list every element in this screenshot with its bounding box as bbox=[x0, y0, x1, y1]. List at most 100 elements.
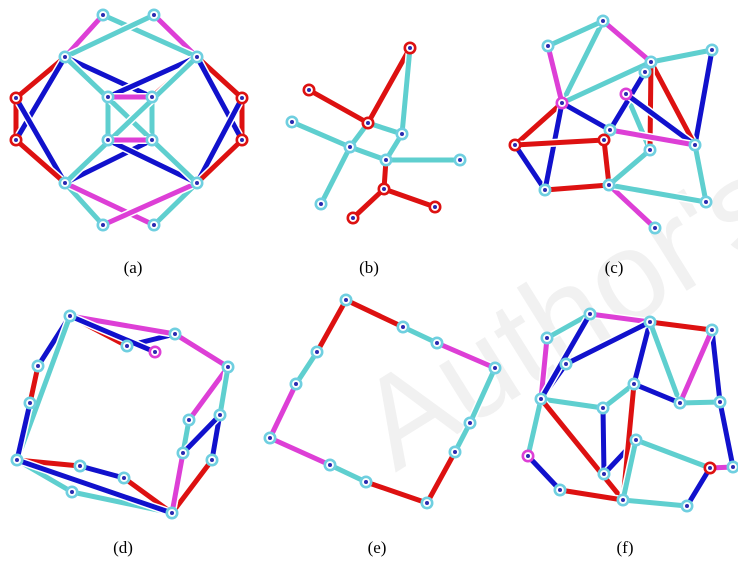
blue-rod bbox=[600, 405, 607, 477]
blue-rod bbox=[684, 465, 713, 509]
magenta-rod bbox=[607, 127, 698, 148]
cyan-rod bbox=[289, 119, 353, 150]
panel-d: (d) bbox=[10, 309, 235, 557]
joint-pin bbox=[294, 382, 298, 386]
joint-pin bbox=[152, 13, 156, 17]
blue-rod bbox=[512, 142, 548, 193]
joint-pin bbox=[400, 132, 404, 136]
joint-pin bbox=[602, 472, 606, 476]
red-rod bbox=[169, 457, 215, 516]
red-rod bbox=[314, 297, 349, 355]
red-rod bbox=[648, 59, 698, 148]
joint-pin bbox=[601, 406, 605, 410]
blue-rod bbox=[105, 137, 200, 186]
red-rod bbox=[194, 137, 245, 186]
joint-pin bbox=[63, 55, 67, 59]
cyan-rod bbox=[544, 311, 593, 341]
joint-pin bbox=[546, 44, 550, 48]
cyan-rod bbox=[692, 142, 709, 205]
blue-rod bbox=[180, 412, 223, 456]
magenta-rod bbox=[169, 450, 186, 516]
blue-rod bbox=[538, 311, 593, 402]
joint-pin bbox=[710, 48, 714, 52]
joint-pin bbox=[150, 138, 154, 142]
magenta-rod bbox=[606, 182, 658, 231]
joint-pin bbox=[560, 101, 564, 105]
joint-pin bbox=[218, 413, 222, 417]
joint-pin bbox=[653, 226, 657, 230]
cyan-rod bbox=[633, 437, 713, 471]
cyan-rod bbox=[545, 18, 606, 49]
joint-pin bbox=[710, 328, 714, 332]
joint-pin bbox=[210, 458, 214, 462]
cyan-rod bbox=[525, 396, 544, 459]
joint-pin bbox=[401, 325, 405, 329]
joint-pin bbox=[125, 344, 129, 348]
joint-pin bbox=[63, 181, 67, 185]
joint-pin bbox=[181, 451, 185, 455]
joint-pin bbox=[718, 400, 722, 404]
joint-pin bbox=[648, 320, 652, 324]
joint-pin bbox=[348, 145, 352, 149]
caption-a: (a) bbox=[124, 258, 143, 277]
joint-pin bbox=[545, 336, 549, 340]
joint-pin bbox=[101, 223, 105, 227]
magenta-rod bbox=[545, 43, 565, 106]
red-rod bbox=[601, 137, 612, 188]
cyan-rod bbox=[620, 497, 690, 509]
blue-rod bbox=[631, 381, 683, 406]
magenta-rod bbox=[172, 331, 231, 370]
blue-rod bbox=[77, 463, 127, 481]
magenta-rod bbox=[538, 335, 550, 402]
joint-pin bbox=[70, 490, 74, 494]
joint-pin bbox=[187, 418, 191, 422]
joint-pin bbox=[240, 138, 244, 142]
joint-pin bbox=[15, 458, 19, 462]
caption-b: (b) bbox=[359, 258, 379, 277]
joint-pin bbox=[649, 60, 653, 64]
red-rod bbox=[424, 449, 458, 506]
magenta-rod bbox=[267, 435, 333, 468]
joint-pin bbox=[731, 465, 735, 469]
joint-pin bbox=[513, 143, 517, 147]
cyan-rod bbox=[217, 364, 231, 418]
cyan-rod bbox=[399, 45, 413, 137]
magenta-rod bbox=[62, 180, 157, 228]
joint-pin bbox=[14, 96, 18, 100]
red-rod bbox=[647, 319, 715, 333]
joint-pin bbox=[493, 366, 497, 370]
joint-pin bbox=[543, 188, 547, 192]
magenta-rod bbox=[67, 313, 178, 337]
joint-pin bbox=[366, 121, 370, 125]
cyan-rod bbox=[327, 462, 369, 485]
joint-pin bbox=[435, 341, 439, 345]
red-rod bbox=[512, 100, 565, 148]
cyan-rod bbox=[559, 18, 606, 106]
blue-rod bbox=[563, 319, 653, 367]
magenta-rod bbox=[434, 340, 498, 371]
blue-rod bbox=[105, 54, 200, 100]
cyan-rod bbox=[620, 437, 639, 503]
joint-pin bbox=[170, 511, 174, 515]
joint-pin bbox=[408, 46, 412, 50]
cyan-rod bbox=[467, 365, 498, 426]
red-rod bbox=[542, 182, 612, 193]
joint-pin bbox=[632, 382, 636, 386]
joint-pin bbox=[173, 332, 177, 336]
cyan-rod bbox=[100, 12, 200, 60]
joint-pin bbox=[122, 476, 126, 480]
red-rod bbox=[512, 137, 607, 148]
cyan-rod bbox=[538, 396, 606, 411]
caption-f: (f) bbox=[617, 538, 634, 557]
joint-pin bbox=[106, 95, 110, 99]
joint-pin bbox=[634, 438, 638, 442]
joint-pin bbox=[195, 55, 199, 59]
blue-rod bbox=[631, 319, 653, 387]
magenta-rod bbox=[186, 364, 231, 423]
blue-rod bbox=[692, 47, 715, 148]
caption-e: (e) bbox=[368, 538, 387, 557]
joint-pin bbox=[101, 13, 105, 17]
joint-pin bbox=[648, 148, 652, 152]
magenta-rod bbox=[587, 311, 653, 325]
